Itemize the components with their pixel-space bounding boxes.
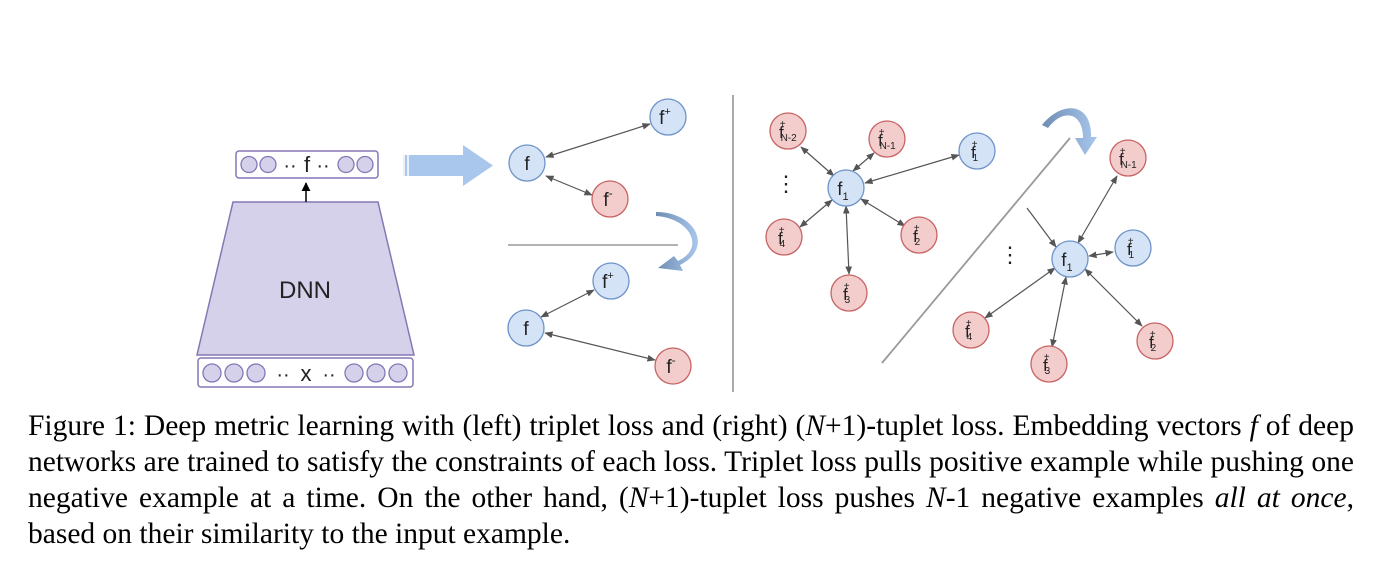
input-ellipsis-left: ··	[276, 364, 289, 386]
triplet-anchor-node	[508, 144, 546, 182]
block-arrow-icon	[403, 145, 493, 186]
triplet-positive-node	[649, 98, 687, 136]
tuplet-node-2-label: f+2	[913, 223, 921, 248]
embedding-ellipsis-left: ··	[283, 155, 296, 177]
figure-diagram: DNN ·· f ·· ·· x ·· f f+	[196, 95, 1174, 392]
tuplet-node-3-label: f+3	[843, 281, 851, 306]
curved-arrow-icon-2	[1042, 108, 1097, 155]
tuplet-node-2-2	[1136, 322, 1174, 360]
tuplet-node-n-1-label-2: f+N-1	[1119, 146, 1137, 171]
tuplet-node-1-2	[1114, 229, 1152, 267]
triplet-before: f f+ f-	[508, 98, 687, 218]
triplet-negative-node-2	[654, 347, 692, 385]
tuplet-after: f1 f+N-1 f+1 f+2 f+3 f+4 ⋮	[952, 139, 1174, 383]
triplet-negative-label: f-	[603, 186, 612, 211]
tuplet-node-2-label-2: f+2	[1149, 329, 1157, 354]
tuplet-node-1-label-2: f+1	[1127, 236, 1135, 261]
tuplet-node-1	[958, 132, 996, 170]
tuplet-node-4-label-2: f+4	[965, 318, 973, 343]
embedding-ellipsis-right: ··	[316, 155, 329, 177]
triplet-anchor-label-2: f	[523, 319, 529, 340]
triplet-after: f f+ f-	[507, 262, 692, 385]
input-vector: ·· x ··	[197, 357, 414, 388]
tuplet-node-n-2-label: f+N-2	[779, 119, 797, 144]
triplet-anchor-label: f	[524, 154, 530, 175]
tuplet-vdots-2: ⋮	[999, 242, 1021, 267]
triplet-anchor-node-2	[507, 309, 545, 347]
tuplet-node-2	[900, 216, 938, 254]
triplet-positive-label: f+	[659, 106, 671, 129]
dnn-label: DNN	[279, 277, 331, 304]
embedding-vector: ·· f ··	[235, 150, 379, 179]
tuplet-before: f1 f+N-2 f+N-1 f+1 f+2 f+3 f+4 ⋮	[765, 112, 996, 312]
input-ellipsis-right: ··	[322, 364, 335, 386]
tuplet-anchor-label: f1	[837, 179, 848, 203]
triplet-negative-label-2: f-	[666, 353, 675, 378]
triplet-positive-node-2	[592, 262, 630, 300]
triplet-negative-node	[591, 180, 629, 218]
tuplet-anchor-label-2: f1	[1061, 250, 1072, 274]
input-label: x	[301, 361, 312, 386]
triplet-positive-label-2: f+	[602, 270, 614, 293]
tuplet-node-n-1-label: f+N-1	[878, 127, 896, 152]
tuplet-node-3-label-2: f+3	[1043, 352, 1051, 377]
figure-caption: Figure 1: Deep metric learning with (lef…	[28, 410, 1354, 550]
tuplet-node-4	[765, 218, 803, 256]
curved-arrow-icon	[656, 212, 698, 271]
tuplet-divider	[881, 137, 1071, 364]
tuplet-node-n-1-2	[1109, 139, 1147, 177]
tuplet-node-n-2	[769, 112, 807, 150]
tuplet-node-3-2	[1030, 345, 1068, 383]
tuplet-anchor-node-2	[1051, 240, 1089, 278]
dnn-block: DNN	[196, 201, 415, 356]
tuplet-node-4-2	[952, 311, 990, 349]
tuplet-anchor-node	[827, 169, 865, 207]
tuplet-node-4-label: f+4	[778, 225, 786, 250]
tuplet-vdots: ⋮	[775, 171, 797, 196]
embedding-label: f	[304, 152, 311, 177]
tuplet-node-1-label: f+1	[971, 139, 979, 164]
tuplet-node-n-1	[868, 120, 906, 158]
tuplet-node-3	[830, 274, 868, 312]
dnn-trapezoid	[196, 201, 415, 356]
